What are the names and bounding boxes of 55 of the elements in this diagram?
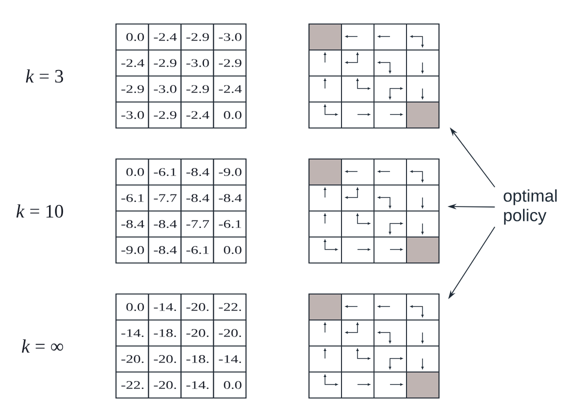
text-label: optimal policy [504,189,557,225]
table-cell: 0.0 [212,101,247,129]
policy-grid [308,293,440,399]
table-cell: 0.0 [115,293,150,321]
table-cell: -6.1 [212,210,247,238]
table-cell: -14. [148,293,182,321]
table-cell: -14. [180,371,214,399]
table-cell: -2.9 [212,49,247,77]
table-cell: 0.0 [115,23,150,51]
table-cell: -20. [148,371,182,399]
table-cell: -6.1 [148,158,182,186]
table-cell: -2.9 [115,75,150,103]
table-cell: -9.0 [115,236,150,264]
table-cell: 0.0 [115,158,150,186]
iteration-label: k = ∞ [22,339,64,353]
table-cell: -22. [212,293,247,321]
table-cell: -6.1 [115,184,150,212]
table-cell: -7.7 [148,184,182,212]
table-cell: -6.1 [180,236,214,264]
table-cell: -3.0 [180,49,214,77]
table-cell: -8.4 [148,210,182,238]
table-cell: -8.4 [148,236,182,264]
table-cell: -2.9 [148,49,182,77]
table-cell: -2.9 [180,23,214,51]
table-cell: -18. [180,345,214,373]
table-cell: -18. [148,319,182,347]
table-cell: -14. [212,345,247,373]
table-cell: -8.4 [212,184,247,212]
table-cell: -2.4 [148,23,182,51]
table-cell: -7.7 [180,210,214,238]
table-cell: -9.0 [212,158,247,186]
policy-grid [308,158,440,264]
table-cell: -8.4 [115,210,150,238]
table-cell: -3.0 [148,75,182,103]
policy-grid [308,23,440,129]
table-cell: -3.0 [212,23,247,51]
table-cell: -8.4 [180,158,214,186]
table-cell: -20. [115,345,150,373]
table-cell: -2.4 [115,49,150,77]
table-cell: -2.4 [180,101,214,129]
table-cell: -14. [115,319,150,347]
table-cell: -2.9 [148,101,182,129]
table-cell: -20. [212,319,247,347]
table-cell: -2.9 [180,75,214,103]
table-cell: -2.4 [212,75,247,103]
iteration-label: k = 3 [26,69,64,83]
iteration-label: k = 10 [16,204,64,218]
table-cell: -8.4 [180,184,214,212]
table-cell: -20. [148,345,182,373]
table-cell: -3.0 [115,101,150,129]
table-cell: -20. [180,293,214,321]
table-cell: -22. [115,371,150,399]
table-cell: 0.0 [212,371,247,399]
table-cell: 0.0 [212,236,247,264]
table-cell: -20. [180,319,214,347]
